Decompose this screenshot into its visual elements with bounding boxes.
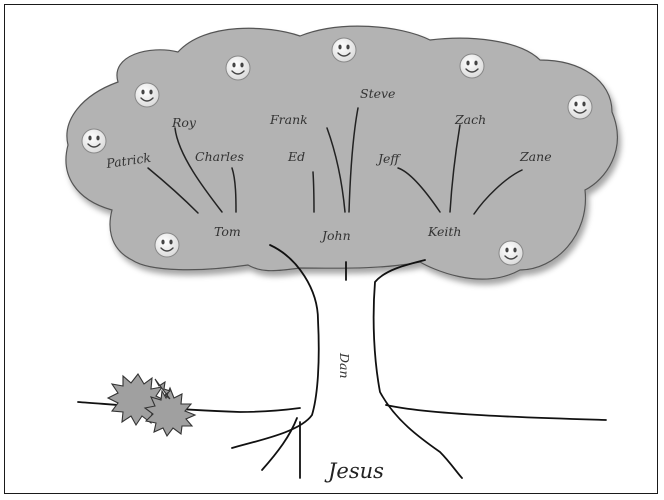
leaf-label: Roy [171, 115, 197, 130]
root-label: Jesus [324, 459, 384, 483]
smiley-face-icon [155, 233, 179, 257]
smiley-face-icon [568, 95, 592, 119]
leaf-label: Zach [454, 112, 486, 127]
leaf-label: Ed [287, 149, 305, 164]
smiley-face-icon [332, 38, 356, 62]
leaf-label: Steve [360, 86, 395, 101]
smiley-face-icon [460, 54, 484, 78]
branch-label: John [319, 228, 351, 243]
leaf-label: Zane [519, 149, 552, 164]
spiky-bush-icon [108, 374, 195, 436]
smiley-face-icon [226, 56, 250, 80]
trunk-label: Dan [337, 352, 352, 379]
leaf-label: Charles [195, 149, 244, 164]
branch-label: Tom [214, 224, 241, 239]
smiley-face-icon [135, 83, 159, 107]
branch-label: Keith [427, 224, 461, 239]
leaf-label: Frank [269, 112, 308, 127]
leaf-label: Jeff [375, 151, 401, 166]
smiley-face-icon [82, 129, 106, 153]
smiley-face-icon [499, 241, 523, 265]
